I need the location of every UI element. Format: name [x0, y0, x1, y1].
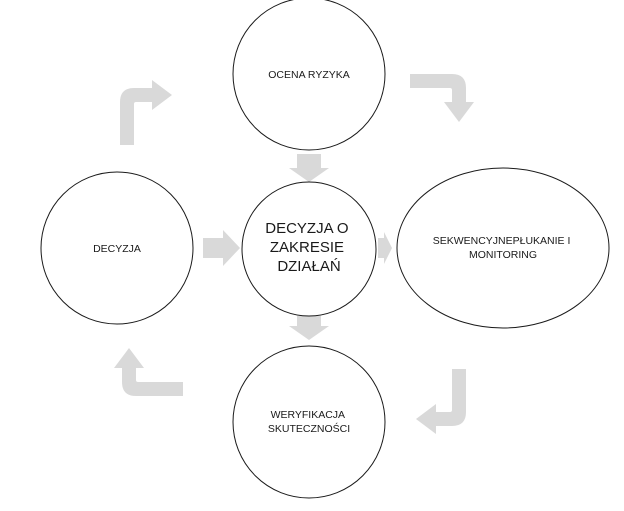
- arrow-left-to-top: [120, 80, 172, 145]
- node-right-ellipse: [396, 167, 610, 329]
- node-right-label-line-1: SEKWENCYJNEPŁUKANIE I: [433, 235, 571, 247]
- arrow-right-to-bottom: [416, 369, 466, 434]
- arrow-top-to-center: [289, 154, 329, 182]
- node-bottom-label-line-1: WERYFIKACJA: [271, 409, 345, 421]
- node-right-label-line-2: MONITORING: [469, 249, 537, 261]
- node-center-label-line-1: DECYZJA O: [265, 220, 348, 237]
- node-center-label-line-3: DZIAŁAŃ: [277, 258, 340, 275]
- arrow-bottom-to-left: [114, 348, 183, 396]
- arrow-center-to-right: [378, 232, 392, 264]
- node-bottom-label: WERYFIKACJA SKUTECZNOŚCI: [268, 409, 350, 435]
- node-right-label: SEKWENCYJNEPŁUKANIE I MONITORING: [433, 235, 574, 261]
- node-center-circle: [241, 181, 377, 317]
- arrow-top-to-right: [410, 74, 474, 122]
- node-top-label-line: OCENA RYZYKA: [268, 69, 350, 81]
- node-left-circle: [40, 171, 194, 325]
- arrow-left-to-center: [203, 230, 240, 266]
- arrow-center-to-bottom: [289, 316, 329, 340]
- node-bottom-label-line-2: SKUTECZNOŚCI: [268, 422, 350, 435]
- node-left-label: DECYZJA: [93, 243, 141, 255]
- node-top-circle: [232, 0, 386, 151]
- node-bottom-circle: [232, 345, 386, 499]
- node-top-label: OCENA RYZYKA: [268, 69, 350, 81]
- node-center-label-line-2: ZAKRESIE: [270, 239, 344, 256]
- node-center-label: DECYZJA O ZAKRESIE DZIAŁAŃ: [265, 220, 353, 275]
- node-left-label-line: DECYZJA: [93, 243, 141, 255]
